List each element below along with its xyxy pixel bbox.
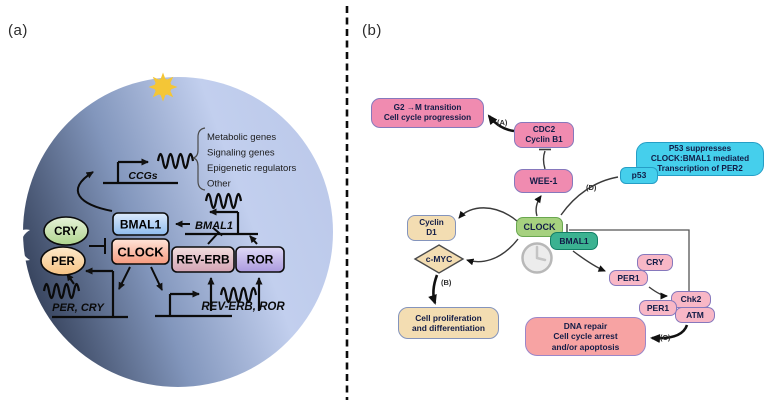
cdc2-cyclinb1-box: CDC2 Cyclin B1 (514, 122, 574, 148)
cry-protein-ellipse (43, 216, 89, 246)
sun-icon (148, 72, 178, 102)
gene-list-item: Other (207, 179, 231, 190)
proliferation-line: and differentiation (411, 323, 486, 333)
p53-note-line: P53 suppresses (668, 144, 732, 154)
path-label-b: (B) (441, 278, 452, 287)
reverb-protein-label: REV-ERB (176, 253, 230, 267)
ccgs-promoter (103, 158, 178, 185)
percry-promoter (52, 267, 128, 319)
g2-line: G2 →M transition (393, 103, 462, 113)
cdc2-line: CDC2 (532, 125, 556, 135)
panel-b-arrows (428, 114, 690, 344)
panel-a-arrows (66, 171, 258, 291)
cell-circle (23, 77, 333, 387)
proliferation-box: Cell proliferation and differentiation (398, 307, 499, 339)
gene-list-brace (192, 127, 206, 191)
gene-list-item: Metabolic genes (207, 132, 276, 143)
clock-box: CLOCK (516, 217, 563, 237)
gene-list-item: Epigenetic regulators (207, 163, 296, 174)
p53-box: p53 (620, 167, 658, 184)
g2-line: Cell cycle progression (383, 113, 472, 122)
bmal1-box: BMAL1 (550, 232, 598, 250)
cmyc-diamond (413, 244, 465, 274)
cyclin-d1-box: Cyclin D1 (407, 215, 456, 241)
bmal1-protein-label: BMAL1 (120, 218, 162, 232)
g2-transition-box: G2 →M transition Cell cycle progression (371, 98, 484, 128)
cry-protein-label: CRY (54, 226, 78, 238)
p53-note-line: CLOCK:BMAL1 mediated (650, 154, 750, 164)
proliferation-line: Cell proliferation (415, 312, 482, 323)
path-label-d: (D) (586, 183, 597, 192)
panel-a-label: (a) (8, 22, 28, 39)
cry-box: CRY (637, 254, 673, 271)
cdc2-line: Cyclin B1 (525, 135, 563, 144)
cyclin-d1-line: Cyclin (419, 218, 444, 228)
path-label-c: (C) (660, 333, 671, 342)
per-protein-label: PER (51, 256, 75, 268)
dna-repair-box: DNA repair Cell cycle arrest and/or apop… (525, 317, 646, 356)
cyclin-d1-line: D1 (426, 228, 437, 237)
ccgs-gene-label: CCGs (128, 170, 157, 182)
clock-icon (521, 242, 553, 274)
wee1-box: WEE-1 (514, 169, 573, 193)
ror-protein-label: ROR (247, 253, 274, 267)
per1-bottom-box: PER1 (639, 300, 677, 316)
revror-gene-label: REV-ERB, ROR (201, 301, 285, 313)
percry-gene-label: PER, CRY (52, 302, 105, 314)
per1-top-box: PER1 (609, 270, 648, 286)
gene-list-item: Signaling genes (207, 148, 275, 159)
per-protein-ellipse (40, 246, 86, 276)
dna-repair-line: DNA repair (563, 321, 608, 332)
chk2-box: Chk2 (671, 291, 711, 308)
atm-box: ATM (675, 307, 715, 323)
clock-protein-box (111, 238, 170, 265)
bmal1-protein-box (112, 212, 169, 236)
bmal1-gene-label: BMAL1 (195, 220, 233, 232)
path-label-a: (A) (497, 118, 508, 127)
cmyc-label: c-MYC (426, 254, 452, 264)
dna-repair-line: and/or apoptosis (551, 341, 620, 352)
p53-note-line: Transcription of PER2 (657, 163, 743, 173)
dna-repair-line: Cell cycle arrest (553, 331, 618, 342)
moon-icon (10, 229, 30, 261)
reverb-protein-box (171, 246, 235, 273)
panel-b-label: (b) (362, 22, 382, 39)
ror-protein-box (235, 246, 285, 273)
revror-promoter (155, 277, 263, 318)
clock-protein-label: CLOCK (117, 245, 164, 260)
